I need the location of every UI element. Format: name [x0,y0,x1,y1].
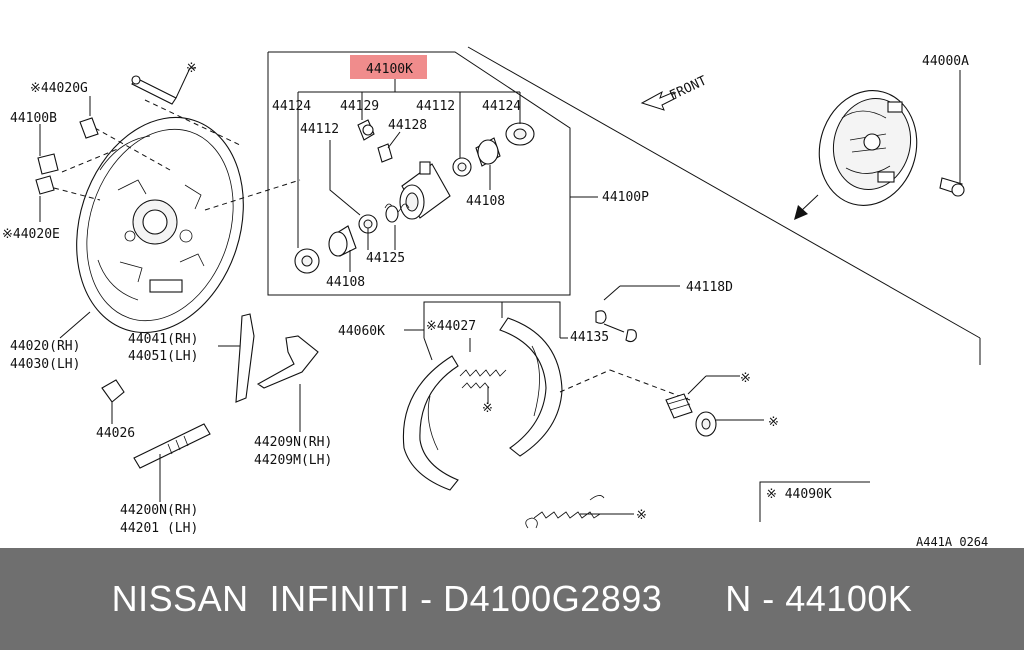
label-44135: 44135 [570,330,609,345]
label-44041-rh: 44041(RH) [128,332,198,347]
highlight-44100K [350,55,427,79]
wheel-cylinder-parts [294,112,535,274]
label-44124-right: 44124 [482,99,521,114]
label-44200N-rh: 44200N(RH) [120,503,198,518]
label-44129: 44129 [340,99,379,114]
label-44090K: ※ 44090K [766,487,832,502]
lower-left-parts [101,313,319,502]
diagram-code: A441A 0264 [916,535,988,548]
label-44108-right: 44108 [466,194,505,209]
label-44100B: 44100B [10,111,57,126]
label-44118D: 44118D [686,280,733,295]
brake-shoe-kit [402,285,870,529]
asterisk-washer: ※ [768,415,779,430]
footer-banner: NISSAN INFINITI - D4100G2893 N - 44100K [0,548,1024,650]
backing-plate [35,67,301,339]
label-44201-lh: 44201 (LH) [120,521,198,536]
parts-diagram: 44100K 44124 44129 44112 44124 44112 441… [2,46,988,548]
asterisk-44027-spring: ※ [482,401,493,416]
label-44112-left: 44112 [300,122,339,137]
asterisk-spring: ※ [740,371,751,386]
label-44112-right: 44112 [416,99,455,114]
label-44209M-lh: 44209M(LH) [254,453,332,468]
label-front: FRONT [667,73,709,103]
label-44060K: 44060K [338,324,385,339]
label-44027: ※44027 [426,319,476,334]
label-44209N-rh: 44209N(RH) [254,435,332,450]
label-44108-left: 44108 [326,275,365,290]
label-44124-left: 44124 [272,99,311,114]
label-44100P: 44100P [602,190,649,205]
label-44020-rh: 44020(RH) [10,339,80,354]
label-44128: 44128 [388,118,427,133]
footer-part-number: NISSAN INFINITI - D4100G2893 N - 44100K [111,578,913,619]
label-44026: 44026 [96,426,135,441]
label-44000A: 44000A [922,54,969,69]
label-44020E: ※44020E [2,227,60,242]
asterisk-lower-spring: ※ [636,508,647,523]
label-44125: 44125 [366,251,405,266]
label-44030-lh: 44030(LH) [10,357,80,372]
label-44020G: ※44020G [30,81,88,96]
asterisk-bolt: ※ [186,61,197,76]
label-44100K: 44100K [366,62,413,77]
label-44051-lh: 44051(LH) [128,349,198,364]
wheel-cylinder-box [267,51,598,296]
drum-assembly [467,46,981,365]
